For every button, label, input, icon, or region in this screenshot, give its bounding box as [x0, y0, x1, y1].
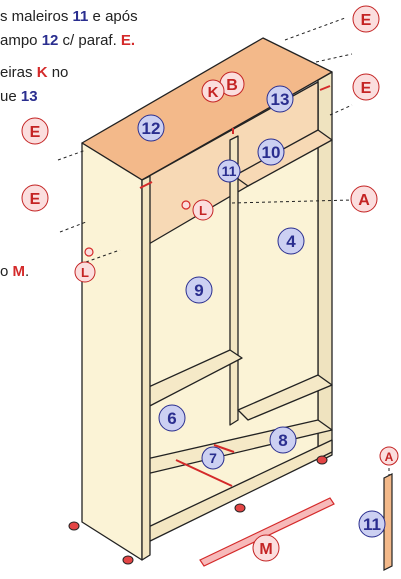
right-side-panel: [317, 71, 333, 463]
badge-l-left: L: [74, 261, 96, 283]
guide-lines: [57, 17, 390, 476]
badge-l-inside: L: [192, 199, 214, 221]
badge-8: 8: [269, 426, 297, 454]
svg-text:10: 10: [262, 143, 281, 162]
leg-icon: [68, 521, 80, 531]
svg-text:E: E: [30, 124, 41, 141]
badge-e-top-right: E: [352, 5, 380, 33]
leg-icon: [234, 503, 246, 513]
svg-text:A: A: [358, 192, 370, 209]
shelf-8: [237, 374, 333, 421]
instruction-line-1: s maleiros 11 e após: [0, 8, 138, 25]
badge-10: 10: [257, 138, 285, 166]
badge-12: 12: [137, 114, 165, 142]
badge-e-left-top: E: [21, 117, 49, 145]
svg-text:B: B: [226, 77, 238, 94]
svg-text:11: 11: [363, 515, 381, 534]
leg-icon: [316, 455, 328, 465]
wardrobe: [81, 37, 333, 561]
left-side-panel: [81, 142, 143, 561]
badge-m: M: [252, 534, 280, 562]
hardware-markers: [139, 85, 331, 487]
cam-fittings: [84, 200, 191, 257]
badge-7: 7: [201, 446, 225, 470]
svg-text:4: 4: [286, 232, 296, 251]
instruction-line-3: eiras K no: [0, 64, 69, 81]
svg-text:8: 8: [278, 431, 287, 450]
legs: [68, 455, 328, 565]
badge-6: 6: [158, 404, 186, 432]
svg-text:L: L: [81, 265, 89, 280]
svg-text:A: A: [385, 450, 394, 464]
left-front-edge: [141, 175, 151, 561]
badge-4: 4: [277, 227, 305, 255]
leg-icon: [122, 555, 134, 565]
svg-text:M: M: [259, 541, 272, 558]
badge-e-left-bottom: E: [21, 184, 49, 212]
hardware-badges: E E E E B K A A: [21, 5, 399, 562]
part-badges: 12 13 10 11 4 9 6 7: [137, 85, 386, 538]
badge-13: 13: [266, 85, 294, 113]
svg-text:K: K: [208, 84, 219, 101]
svg-text:7: 7: [209, 450, 217, 466]
badge-a-small: A: [379, 446, 399, 466]
rod-m: [199, 497, 335, 567]
badge-11-loose: 11: [358, 510, 386, 538]
svg-text:E: E: [30, 191, 41, 208]
svg-text:12: 12: [142, 119, 161, 138]
svg-text:9: 9: [194, 281, 203, 300]
instruction-line-5: o M.: [0, 263, 30, 280]
badge-e-right: E: [352, 73, 380, 101]
svg-text:11: 11: [222, 163, 237, 179]
instruction-line-4: ue 13: [0, 88, 38, 105]
svg-text:13: 13: [271, 90, 290, 109]
badge-k: K: [201, 79, 225, 103]
badge-11-inside: 11: [217, 159, 241, 183]
badge-9: 9: [185, 276, 213, 304]
svg-text:6: 6: [167, 409, 176, 428]
svg-text:E: E: [361, 80, 372, 97]
loose-part-11: [383, 473, 393, 571]
svg-text:E: E: [361, 12, 372, 29]
badge-a-right: A: [350, 185, 378, 213]
svg-text:L: L: [199, 203, 207, 218]
instruction-line-2: ampo 12 c/ paraf. E.: [0, 32, 136, 49]
